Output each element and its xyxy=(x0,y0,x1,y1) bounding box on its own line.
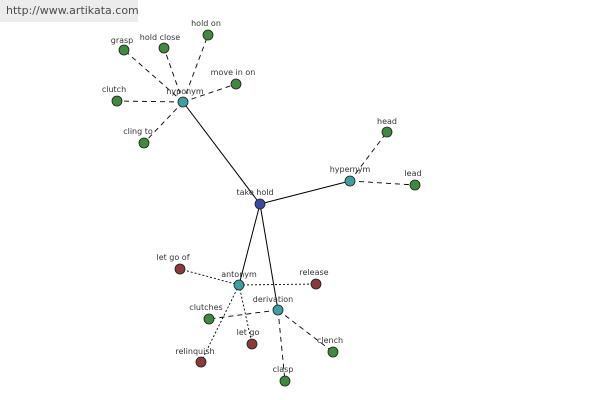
node-dot-cling-to[interactable] xyxy=(138,137,150,149)
node-label-let-go: let go xyxy=(237,328,260,337)
node-label-hypernym: hypernym xyxy=(330,165,371,174)
node-label-antonym: antonym xyxy=(221,270,257,279)
edge-take-hold-hyponym xyxy=(182,101,261,205)
node-dot-release[interactable] xyxy=(310,278,322,290)
node-derivation[interactable]: derivation xyxy=(253,295,293,316)
node-label-cling-to: cling to xyxy=(123,127,153,136)
edge-derivation-clutches xyxy=(208,309,279,320)
node-dot-grasp[interactable] xyxy=(118,44,130,56)
node-dot-hyponym[interactable] xyxy=(177,96,189,108)
edge-take-hold-antonym xyxy=(238,203,261,286)
edge-derivation-clasp xyxy=(277,309,286,382)
node-dot-take-hold[interactable] xyxy=(254,198,266,210)
node-label-hold-close: hold close xyxy=(140,33,180,42)
edge-hypernym-head xyxy=(349,131,388,182)
node-dot-hold-close[interactable] xyxy=(158,42,170,54)
edge-hyponym-cling-to xyxy=(143,101,184,144)
node-clasp[interactable]: clasp xyxy=(273,365,294,387)
node-hyponym[interactable]: hyponym xyxy=(166,87,204,108)
node-dot-clutch[interactable] xyxy=(111,95,123,107)
node-dot-clutches[interactable] xyxy=(203,313,215,325)
node-let-go[interactable]: let go xyxy=(237,328,260,350)
edge-hyponym-hold-close xyxy=(163,47,184,103)
edge-hyponym-move-in-on xyxy=(182,83,237,103)
node-dot-let-go[interactable] xyxy=(246,338,258,350)
node-antonym[interactable]: antonym xyxy=(221,270,257,291)
edge-hyponym-hold-on xyxy=(182,34,209,103)
node-dot-derivation[interactable] xyxy=(272,304,284,316)
node-label-let-go-of: let go of xyxy=(156,253,189,262)
edge-take-hold-hypernym xyxy=(259,180,351,205)
edge-hyponym-clutch xyxy=(116,100,184,103)
node-dot-lead[interactable] xyxy=(409,179,421,191)
node-label-clutches: clutches xyxy=(189,303,222,312)
node-clutches[interactable]: clutches xyxy=(189,303,223,325)
watermark-url: http://www.artikata.com xyxy=(0,0,139,22)
edge-antonym-release xyxy=(238,283,317,286)
node-label-grasp: grasp xyxy=(111,36,134,45)
node-take-hold[interactable]: take hold xyxy=(236,188,274,210)
node-label-release: release xyxy=(299,268,328,277)
node-release[interactable]: release xyxy=(299,268,329,290)
node-label-hold-on: hold on xyxy=(191,19,221,28)
node-cling-to[interactable]: cling to xyxy=(123,127,153,149)
edge-hypernym-lead xyxy=(349,180,416,186)
node-label-relinquish: relinquish xyxy=(175,347,214,356)
node-hold-close[interactable]: hold close xyxy=(140,33,180,54)
node-dot-antonym[interactable] xyxy=(233,279,245,291)
node-relinquish[interactable]: relinquish xyxy=(175,347,215,368)
node-clench[interactable]: clench xyxy=(317,336,343,358)
node-dot-relinquish[interactable] xyxy=(195,356,207,368)
edges-layer xyxy=(116,34,416,382)
node-dot-move-in-on[interactable] xyxy=(230,78,242,90)
node-label-move-in-on: move in on xyxy=(211,68,256,77)
edge-hyponym-grasp xyxy=(123,49,184,103)
node-dot-clasp[interactable] xyxy=(279,375,291,387)
node-label-take-hold: take hold xyxy=(236,188,273,197)
node-label-clench: clench xyxy=(317,336,343,345)
node-dot-head[interactable] xyxy=(381,126,393,138)
node-head[interactable]: head xyxy=(377,117,397,138)
node-dot-let-go-of[interactable] xyxy=(174,263,186,275)
node-let-go-of[interactable]: let go of xyxy=(156,253,190,275)
node-hypernym[interactable]: hypernym xyxy=(330,165,371,187)
node-label-derivation: derivation xyxy=(253,295,293,304)
edge-take-hold-derivation xyxy=(259,203,279,311)
node-lead[interactable]: lead xyxy=(404,169,422,191)
node-dot-hypernym[interactable] xyxy=(344,175,356,187)
node-move-in-on[interactable]: move in on xyxy=(211,68,256,90)
nodes-layer: take hold hyponym hypernym antonym derivatio… xyxy=(102,19,422,387)
node-label-clutch: clutch xyxy=(102,85,126,94)
node-hold-on[interactable]: hold on xyxy=(191,19,221,41)
node-grasp[interactable]: grasp xyxy=(111,36,134,56)
node-label-head: head xyxy=(377,117,397,126)
node-label-clasp: clasp xyxy=(273,365,294,374)
edge-derivation-clench xyxy=(277,309,334,353)
node-label-lead: lead xyxy=(404,169,421,178)
node-dot-hold-on[interactable] xyxy=(202,29,214,41)
node-dot-clench[interactable] xyxy=(327,346,339,358)
node-clutch[interactable]: clutch xyxy=(102,85,126,107)
node-label-hyponym: hyponym xyxy=(166,87,204,96)
